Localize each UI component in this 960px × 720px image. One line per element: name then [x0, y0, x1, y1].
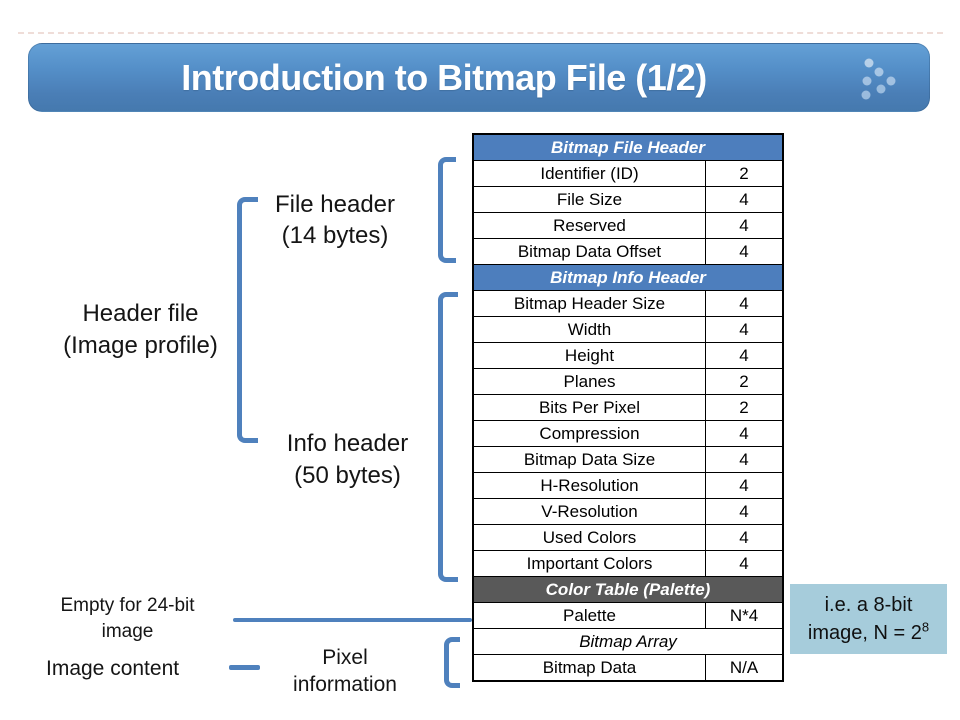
note-exponent: 8	[921, 619, 930, 635]
field-name: Palette	[474, 603, 706, 628]
theme-dots-icon	[861, 58, 896, 100]
table-section-bitmap-info-header: Bitmap Info Header	[474, 264, 782, 290]
field-size: N*4	[729, 606, 759, 625]
field-name: Planes	[474, 369, 706, 394]
table-row: Bitmap Data Offset 4	[474, 238, 782, 264]
table-row: Bits Per Pixel 2	[474, 394, 782, 420]
field-name: Important Colors	[474, 551, 706, 576]
field-size: N/A	[729, 658, 759, 677]
table-section-bitmap-file-header: Bitmap File Header	[474, 135, 782, 160]
field-size: 4	[739, 216, 749, 235]
field-size: 4	[739, 242, 749, 261]
field-size: 4	[739, 476, 749, 495]
dashed-guide-line	[18, 32, 943, 34]
note-line-2-base: image, N = 2	[807, 622, 922, 644]
field-size: 4	[739, 424, 749, 443]
empty-24bit-connector-line	[233, 618, 472, 622]
table-row: V-Resolution 4	[474, 498, 782, 524]
note-line-1: i.e. a 8-bit	[824, 594, 913, 616]
table-row: Width 4	[474, 316, 782, 342]
table-row: Reserved 4	[474, 212, 782, 238]
file-header-bracket	[438, 157, 456, 263]
field-size: 4	[739, 294, 749, 313]
note-line-2: image, N = 28	[808, 619, 929, 647]
field-name: Width	[474, 317, 706, 342]
field-name: Identifier (ID)	[474, 161, 706, 186]
field-size: 4	[739, 502, 749, 521]
field-name: H-Resolution	[474, 473, 706, 498]
field-name: File Size	[474, 187, 706, 212]
info-header-label: Info header (50 bytes)	[286, 430, 409, 489]
field-name: Bits Per Pixel	[474, 395, 706, 420]
table-row: Bitmap Header Size 4	[474, 290, 782, 316]
image-content-label: Image content	[46, 657, 180, 680]
field-size: 4	[739, 528, 749, 547]
table-row: Height 4	[474, 342, 782, 368]
field-size: 2	[739, 398, 749, 417]
field-size: 4	[739, 450, 749, 469]
field-name: Height	[474, 343, 706, 368]
8bit-note-box: i.e. a 8-bit image, N = 28	[790, 584, 947, 654]
field-name: V-Resolution	[474, 499, 706, 524]
table-row: File Size 4	[474, 186, 782, 212]
table-row: H-Resolution 4	[474, 472, 782, 498]
field-size: 2	[739, 372, 749, 391]
field-name: Bitmap Data Offset	[474, 239, 706, 264]
slide-title: Introduction to Bitmap File (1/2)	[181, 56, 707, 98]
table-row: Important Colors 4	[474, 550, 782, 576]
header-file-bracket	[237, 197, 258, 443]
bitmap-structure-table: Bitmap File Header Identifier (ID) 2 Fil…	[472, 133, 784, 682]
table-row: Palette N*4	[474, 602, 782, 628]
field-size: 4	[739, 320, 749, 339]
table-row: Identifier (ID) 2	[474, 160, 782, 186]
table-row: Bitmap Data N/A	[474, 654, 782, 680]
empty-24bit-label: Empty for 24-bit image	[60, 595, 195, 642]
field-name: Reserved	[474, 213, 706, 238]
table-row: Planes 2	[474, 368, 782, 394]
info-header-bracket	[438, 292, 458, 582]
header-file-label: Header file (Image profile)	[63, 300, 218, 359]
slide-title-bar: Introduction to Bitmap File (1/2)	[28, 43, 930, 112]
field-name: Compression	[474, 421, 706, 446]
table-section-color-table: Color Table (Palette)	[474, 576, 782, 602]
pixel-information-bracket	[444, 637, 460, 688]
file-header-label: File header (14 bytes)	[274, 191, 396, 249]
image-content-connector-line	[229, 665, 260, 670]
field-size: 4	[739, 554, 749, 573]
field-name: Bitmap Data	[474, 655, 706, 680]
table-row: Used Colors 4	[474, 524, 782, 550]
field-name: Used Colors	[474, 525, 706, 550]
table-section-bitmap-array: Bitmap Array	[474, 628, 782, 654]
field-name: Bitmap Header Size	[474, 291, 706, 316]
field-size: 4	[739, 190, 749, 209]
field-name: Bitmap Data Size	[474, 447, 706, 472]
table-row: Bitmap Data Size 4	[474, 446, 782, 472]
table-row: Compression 4	[474, 420, 782, 446]
field-size: 4	[739, 346, 749, 365]
pixel-information-label: Pixel information	[293, 646, 397, 696]
field-size: 2	[739, 164, 749, 183]
